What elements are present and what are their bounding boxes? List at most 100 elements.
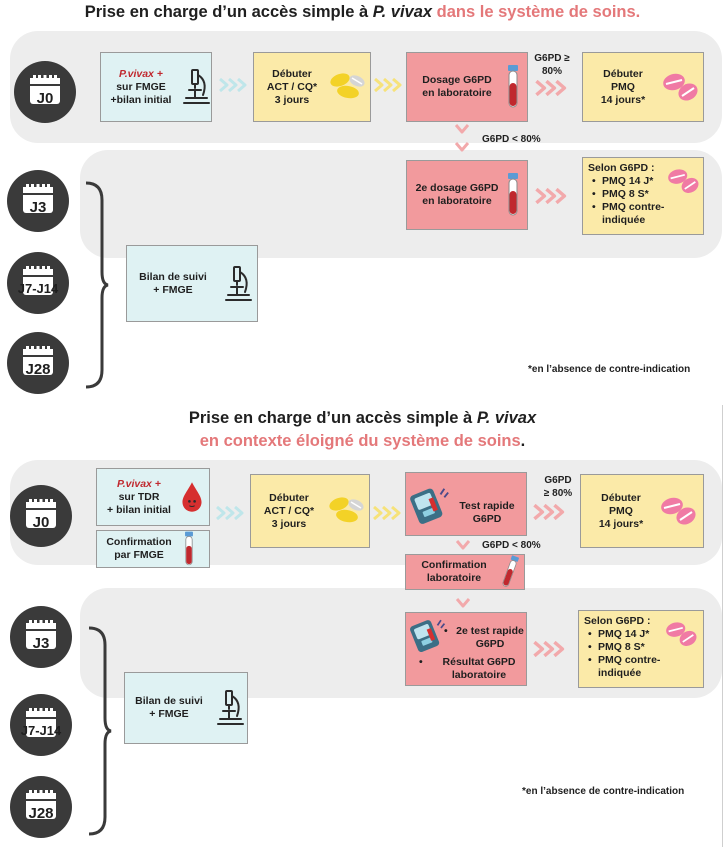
label-g6pd-high-line2: ≥ 80%: [543, 488, 573, 499]
box-pmq-line1: Débuter: [601, 491, 641, 504]
box-confirm-fmge: Confirmation par FMGE: [96, 530, 210, 568]
day-label-j3: J3: [29, 199, 47, 216]
box-select-g6pd: Selon G6PD : PMQ 14 J* PMQ 8 S* PMQ cont…: [582, 157, 704, 235]
box-diagnosis-line1: P.vivax +: [119, 67, 163, 80]
box-diagnosis-tdr-line3: + bilan initial: [107, 503, 171, 516]
day-label-j28: J28: [25, 361, 51, 378]
box-act-line1: Débuter: [269, 491, 309, 504]
arrow-right-icon: [534, 188, 568, 209]
box-rapid-test-line2: G6PD: [472, 513, 502, 525]
select-item-pmq-ci: PMQ contre-indiquée: [592, 201, 668, 227]
microscope-icon: [215, 688, 245, 728]
box-followup: Bilan de suivi + FMGE: [126, 245, 258, 322]
box-act-line2: ACT / CQ*: [263, 504, 315, 517]
box-pmq: Débuter PMQ 14 jours*: [580, 474, 704, 548]
box-diagnosis-line2: sur FMGE: [116, 80, 166, 93]
divider: [722, 405, 723, 847]
box-rapid-test: Test rapide G6PD: [405, 472, 527, 536]
box-act-line1: Débuter: [272, 67, 312, 80]
day-label-j0: J0: [36, 90, 54, 107]
box-pmq-line3: 14 jours*: [598, 517, 644, 530]
day-badge-j3: J3: [7, 170, 69, 232]
pink-pills-icon: [659, 70, 701, 104]
box-diagnosis: P.vivax + sur FMGE +bilan initial: [100, 52, 212, 122]
box-followup-line2: + FMGE: [153, 283, 193, 296]
box-rapid-test-2: 2e test rapide G6PD: [405, 612, 527, 686]
day-label-j0: J0: [32, 514, 50, 531]
brace-icon: [85, 181, 109, 389]
pink-pills-icon: [664, 166, 702, 196]
g6pd-device-icon: [408, 615, 448, 653]
box-g6pd-lab-line1: Dosage G6PD: [422, 74, 492, 86]
footnote: *en l’absence de contre-indication: [522, 786, 685, 797]
box-pmq-line2: PMQ: [609, 504, 633, 517]
box-select-title: Selon G6PD :: [588, 162, 655, 174]
box-g6pd-lab-2-line2: en laboratoire: [422, 195, 492, 207]
blood-tube-icon: [503, 171, 523, 219]
box-rapid-test-line1: Test rapide: [459, 500, 515, 512]
day-badge-j7-j14: J7-J14: [7, 252, 69, 314]
pink-pills-icon: [662, 619, 700, 649]
box-act: Débuter ACT / CQ* 3 jours: [250, 474, 370, 548]
day-label-j7-j14: J7-J14: [20, 723, 62, 738]
box-act-line2: ACT / CQ*: [266, 80, 318, 93]
day-badge-j7-j14: J7-J14: [10, 694, 72, 756]
box-g6pd-lab-line2: en laboratoire: [422, 87, 492, 99]
label-g6pd-high-line1: G6PD ≥: [534, 53, 570, 64]
pills-icon: [326, 70, 368, 104]
select-item-pmq8: PMQ 8 S*: [588, 641, 666, 654]
box-g6pd-lab-2-line1: 2e dosage G6PD: [415, 182, 499, 194]
microscope-icon: [223, 264, 253, 304]
blood-drop-icon: [179, 480, 205, 514]
rapid2-item-test: 2e test rapide G6PD: [444, 625, 526, 651]
select-item-pmq-ci: PMQ contre-indiquée: [588, 654, 666, 680]
box-followup-line1: Bilan de suivi: [135, 695, 203, 707]
day-badge-j28: J28: [10, 776, 72, 838]
box-pmq-line2: PMQ: [611, 80, 635, 93]
label-g6pd-high: G6PD ≥ 80%: [538, 474, 578, 500]
blood-tube-icon: [503, 63, 523, 111]
box-confirm-fmge-line2: par FMGE: [114, 549, 164, 561]
box-pmq-line1: Débuter: [603, 67, 643, 80]
section2-title-part1: Prise en charge d’un accès simple à: [188, 409, 477, 427]
box-g6pd-lab-2: 2e dosage G6PD en laboratoire: [406, 160, 528, 230]
arrow-right-icon: [373, 78, 403, 97]
day-label-j7-j14: J7-J14: [17, 281, 59, 296]
day-badge-j0: J0: [10, 485, 72, 547]
brace-icon: [88, 626, 112, 836]
pink-pills-icon: [657, 494, 699, 528]
section2-title-line1: Prise en charge d’un accès simple à P. v…: [0, 409, 725, 428]
box-followup-line1: Bilan de suivi: [139, 270, 207, 283]
day-label-j3: J3: [32, 635, 50, 652]
section1-title-italic: P. vivax: [372, 3, 433, 21]
day-badge-j28: J28: [7, 332, 69, 394]
select-item-pmq14: PMQ 14 J*: [588, 628, 666, 641]
box-diagnosis-tdr: P.vivax + sur TDR + bilan initial: [96, 468, 210, 526]
box-act: Débuter ACT / CQ* 3 jours: [253, 52, 371, 122]
arrow-right-icon: [215, 506, 245, 525]
box-g6pd-lab: Dosage G6PD en laboratoire: [406, 52, 528, 122]
label-g6pd-low: G6PD < 80%: [482, 540, 541, 551]
box-diagnosis-tdr-line2: sur TDR: [118, 490, 160, 503]
box-followup: Bilan de suivi + FMGE: [124, 672, 248, 744]
blood-tube-icon: [181, 530, 197, 568]
arrow-down-icon: [455, 122, 469, 158]
arrow-right-icon: [532, 641, 566, 662]
microscope-icon: [181, 67, 211, 107]
select-item-pmq14: PMQ 14 J*: [592, 175, 668, 188]
label-g6pd-high: G6PD ≥ 80%: [531, 52, 573, 78]
arrow-right-icon: [218, 78, 248, 97]
section2-title-line2: en contexte éloigné du système de soins.: [0, 432, 725, 451]
label-g6pd-low: G6PD < 80%: [482, 134, 541, 145]
footnote: *en l’absence de contre-indication: [528, 364, 691, 375]
section2-title-italic: P. vivax: [476, 409, 537, 427]
box-pmq: Débuter PMQ 14 jours*: [582, 52, 704, 122]
box-confirm-lab: Confirmation laboratoire: [405, 554, 525, 590]
pills-icon: [325, 494, 367, 528]
label-g6pd-high-line1: G6PD: [544, 475, 572, 486]
box-act-line3: 3 jours: [271, 517, 307, 530]
g6pd-device-icon: [408, 483, 452, 525]
label-g6pd-high-line2: 80%: [541, 66, 562, 77]
day-label-j28: J28: [28, 805, 54, 822]
box-confirm-lab-line2: laboratoire: [426, 572, 482, 584]
